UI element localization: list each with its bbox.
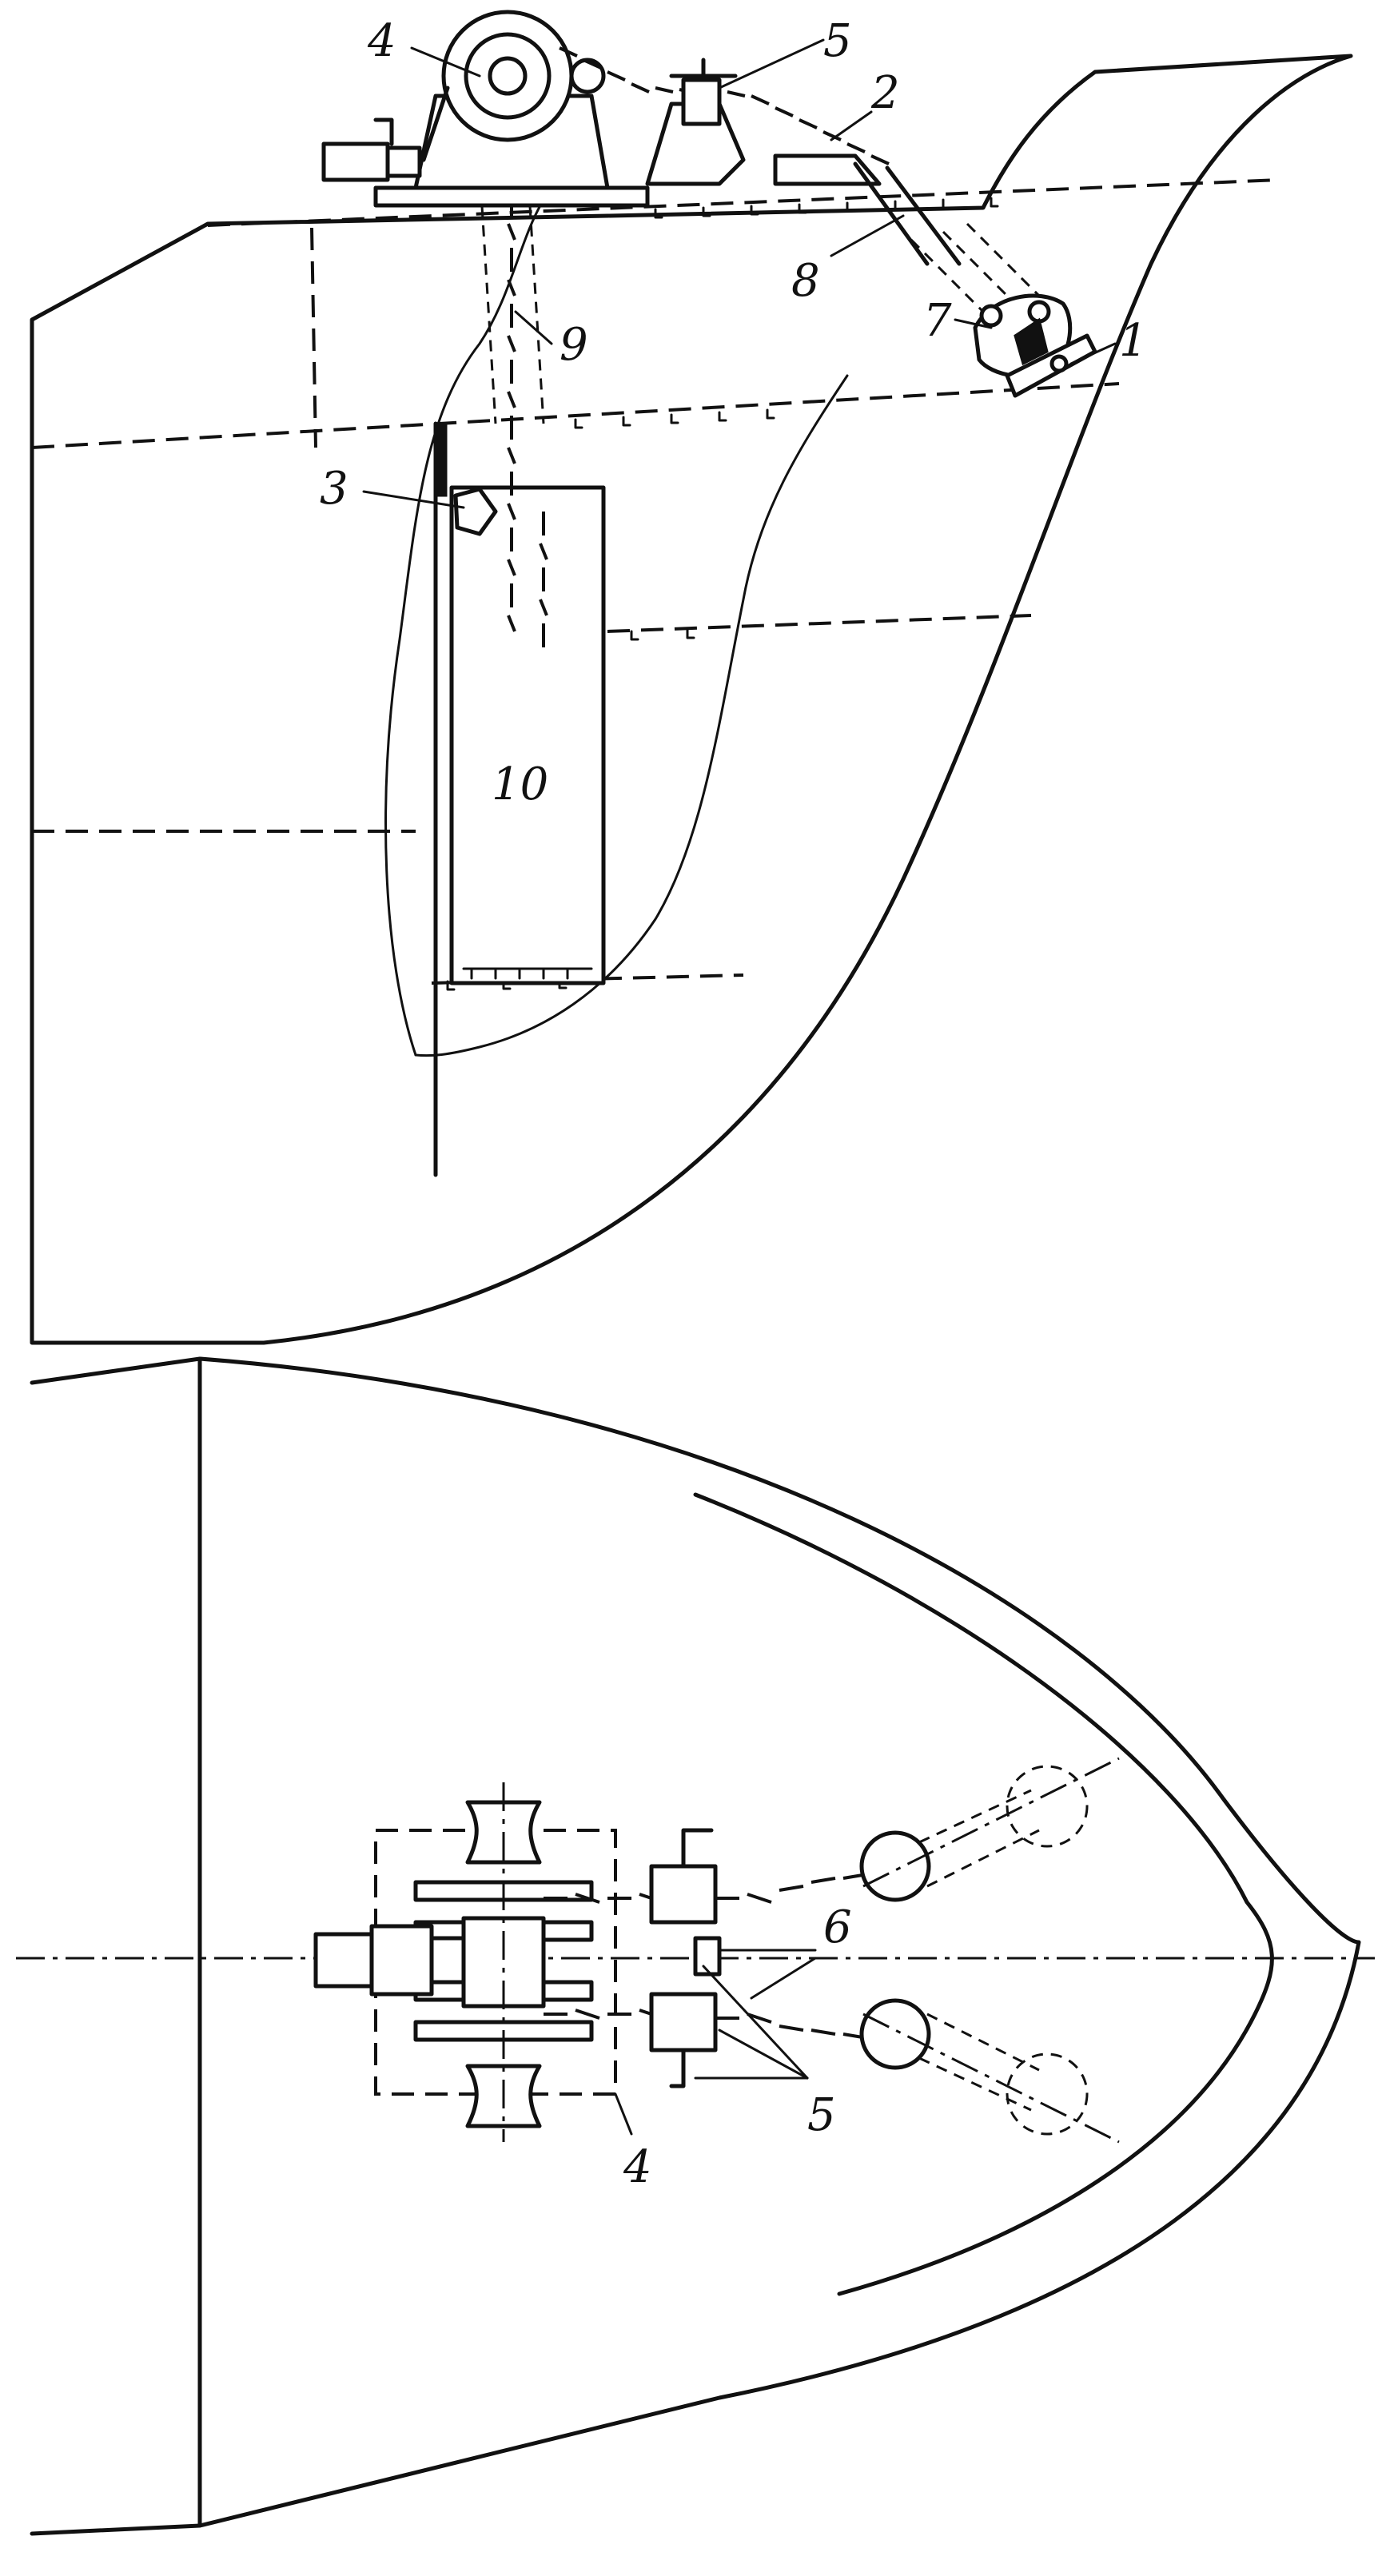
plan-hawse-lower-axis: [862, 2013, 1120, 2144]
leader-7: [954, 318, 993, 329]
chain-locker-floor-grating: [462, 967, 593, 980]
callout-5-side: 5: [823, 15, 852, 67]
chain-locker: [449, 485, 606, 985]
windlass-brake-lever: [373, 117, 394, 146]
chain-pipe-right: [526, 167, 545, 424]
hawse-pipe-dashed-a: [910, 238, 1009, 337]
plan-callout-5: 5: [807, 2089, 836, 2141]
callout-10: 10: [492, 758, 548, 810]
side-frame-vertical-dashed: [310, 227, 317, 448]
anchor-shackle-eye-a: [979, 304, 1003, 328]
side-view: 4 5 2 8 7 1 9 3 10: [30, 10, 1353, 1345]
plan-inner-bulwark: [693, 1492, 1274, 2296]
side-deck-line-upper: [207, 178, 1280, 227]
windlass-bedplate: [373, 185, 650, 208]
plan-chain-lower: [544, 2009, 868, 2040]
side-deck-line-second: [31, 382, 1120, 449]
callout-8: 8: [791, 255, 820, 307]
plan-hawse-upper-pipe: [918, 1789, 1040, 1888]
plan-chain-upper: [544, 1873, 868, 1904]
hawse-plate-bolt: [1049, 354, 1069, 373]
callout-9: 9: [560, 319, 588, 371]
chain-into-locker-second: [539, 512, 548, 647]
windlass-motor-coupling: [385, 145, 422, 178]
windlass-control-lever: [421, 86, 450, 162]
plan-view: 6 5 4: [16, 1356, 1375, 2536]
plan-stopper-lower: [649, 1992, 718, 2052]
plan-callout-4: 4: [623, 2141, 652, 2193]
plan-leader-5a: [702, 1965, 809, 2080]
callout-2: 2: [870, 67, 900, 119]
hawse-pipe: [853, 161, 962, 266]
plan-hawse-lower: [859, 1998, 931, 2070]
leader-1: [1069, 342, 1117, 365]
callout-3: 3: [320, 463, 348, 515]
bitter-end-fitting: [453, 487, 498, 536]
leader-5-side: [718, 38, 825, 90]
plan-motor-body: [369, 1924, 434, 1997]
anchor-shank: [1014, 317, 1049, 366]
chain-pipe-left: [478, 167, 497, 424]
windlass-motor: [321, 141, 390, 182]
chain-stopper-handwheel: [669, 58, 738, 78]
leader-4-side: [410, 46, 481, 78]
windlass-drum-hub: [488, 56, 528, 96]
plan-hawse-lower-outer: [1006, 2052, 1089, 2136]
leader-8: [830, 214, 905, 257]
plan-leader-4: [614, 2092, 633, 2136]
bitter-end-bracket: [436, 422, 448, 497]
leader-2: [830, 110, 873, 141]
side-deck-beam-ticks-second: [574, 408, 775, 429]
windlass-side-roller: [569, 58, 606, 94]
leader-9: [514, 310, 553, 345]
plan-leader-5b: [718, 2029, 809, 2080]
plan-hawse-upper-outer: [1006, 1765, 1089, 1848]
deck-bracket: [773, 153, 882, 186]
side-deck-beam-ticks-upper: [654, 197, 999, 219]
side-cutaway-outline: [384, 198, 849, 1057]
callout-4-side: 4: [367, 15, 396, 67]
plan-stopper-lower-handle: [669, 2048, 686, 2088]
callout-1: 1: [1119, 315, 1148, 367]
leader-3: [362, 490, 465, 509]
plan-leader-6b: [750, 1957, 817, 2000]
plan-stopper-upper-handle: [681, 1828, 714, 1869]
plan-callout-6: 6: [823, 1901, 852, 1953]
plan-devils-claw: [693, 1936, 722, 1977]
side-deck-line-third: [607, 614, 1032, 633]
plan-hawse-upper-axis: [862, 1757, 1120, 1888]
hawse-pipe-dashed-b: [942, 230, 1041, 329]
plan-stopper-upper: [649, 1864, 718, 1925]
callout-7: 7: [923, 295, 952, 347]
plan-motor-coupling: [429, 1936, 466, 1985]
side-deck-beam-ticks-third: [630, 628, 695, 641]
plan-hawse-upper: [859, 1830, 931, 1902]
plan-motor: [313, 1932, 374, 1989]
plan-hull-outline: [30, 1356, 1361, 2536]
chain-stopper-head: [681, 78, 722, 126]
plan-hawse-lower-pipe: [918, 2013, 1040, 2112]
side-hull-outline: [30, 54, 1353, 1345]
